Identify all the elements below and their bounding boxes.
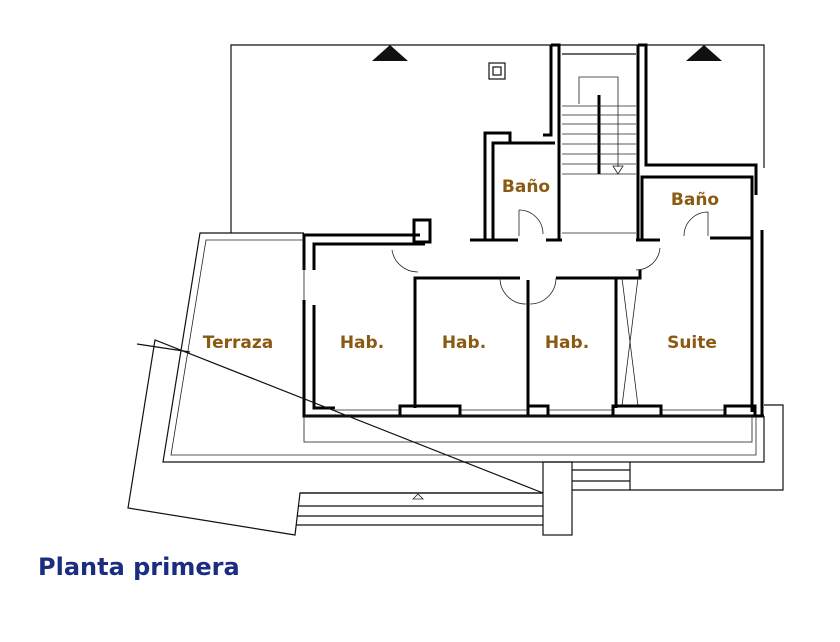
terrace-outline: [127, 232, 765, 536]
exterior-stairs: [296, 404, 784, 536]
room-label-hab-2: Hab.: [442, 333, 486, 353]
roof-outline: [230, 44, 765, 233]
room-label-terraza: Terraza: [203, 333, 273, 353]
staircase: [543, 43, 758, 240]
room-label-suite: Suite: [667, 333, 717, 353]
main-walls: [302, 218, 764, 418]
room-label-hab-1: Hab.: [340, 333, 384, 353]
room-label-bano-left: Baño: [502, 177, 550, 197]
room-label-bano-right: Baño: [671, 190, 719, 210]
bathroom-right-walls: [640, 175, 754, 240]
bathroom-left-walls: [483, 131, 555, 240]
room-label-hab-3: Hab.: [545, 333, 589, 353]
north-marker-left: [372, 45, 408, 61]
plan-title: Planta primera: [38, 553, 240, 581]
north-marker-right: [686, 45, 722, 61]
